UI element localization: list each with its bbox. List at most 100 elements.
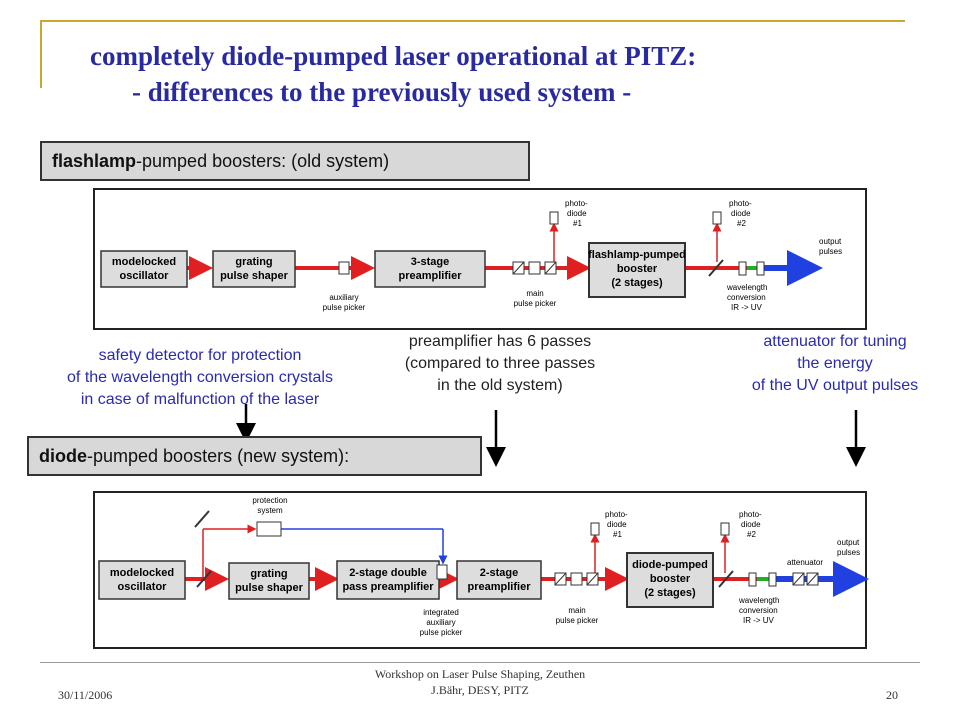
footer-workshop: Workshop on Laser Pulse Shaping, Zeuthen… — [300, 666, 660, 698]
new-preamp2-line2: preamplifier — [468, 581, 532, 593]
old-label-bold: flashlamp — [52, 151, 137, 171]
old-polarizer-2-diag — [544, 261, 557, 275]
old-output-line2: pulses — [819, 247, 842, 256]
footer-author-line: J.Bähr, DESY, PITZ — [431, 683, 529, 697]
old-shaper-line2: pulse shaper — [220, 270, 289, 282]
new-int-picker-line2: auxiliary — [426, 618, 455, 627]
new-attenuator-2-diag — [806, 572, 819, 586]
new-int-picker-line1: integrated — [423, 608, 459, 617]
old-conversion-line2: conversion — [727, 293, 766, 302]
old-booster-line1: flashlamp-pumped — [588, 249, 686, 261]
new-booster-line2: booster — [650, 573, 691, 585]
safety-note-line2: of the wavelength conversion crystals — [67, 369, 333, 386]
old-preamp-line1: 3-stage — [411, 256, 450, 268]
new-pockels-cell — [570, 572, 583, 586]
old-preamp-box — [374, 250, 486, 288]
new-output-line2: pulses — [837, 548, 860, 557]
old-pd2 — [712, 211, 722, 225]
safety-note: safety detector for protection of the wa… — [15, 345, 385, 411]
preamp-note-line3: in the old system) — [437, 377, 563, 394]
new-main-picker-line2: pulse picker — [556, 616, 599, 625]
old-main-picker-line2: pulse picker — [514, 299, 557, 308]
new-attenuator-label: attenuator — [787, 558, 823, 567]
new-shaper-line1: grating — [250, 568, 287, 580]
old-pd2-line3: #2 — [737, 219, 746, 228]
safety-note-line1: safety detector for protection — [98, 347, 302, 364]
old-shaper-line1: grating — [235, 256, 272, 268]
title-line-2: - differences to the previously used sys… — [132, 77, 632, 107]
new-pd2-line2: diode — [741, 520, 761, 529]
new-diagram-svg: protection system modelocked oscillator … — [98, 496, 869, 637]
old-preamp-line2: preamplifier — [399, 270, 463, 282]
top-deco-line — [40, 20, 905, 22]
new-label-bold: diode — [39, 446, 87, 466]
new-preamp2-line1: 2-stage — [480, 567, 519, 579]
old-crystal-2 — [756, 261, 765, 276]
safety-note-line3: in case of malfunction of the laser — [80, 391, 320, 408]
old-output-line1: output — [819, 237, 842, 246]
old-aux-picker — [338, 261, 350, 275]
attenuator-note-line2: the energy — [797, 355, 873, 372]
new-system-diagram: protection system modelocked oscillator … — [93, 491, 869, 649]
new-conversion-line2: conversion — [739, 606, 778, 615]
slide-title: completely diode-pumped laser operationa… — [60, 38, 940, 110]
old-pd1-line3: #1 — [573, 219, 582, 228]
old-pd1-line1: photo- — [565, 199, 588, 208]
new-label-rest: -pumped boosters (new system): — [87, 446, 350, 466]
new-booster-box — [626, 552, 714, 608]
preamp-note-line2: (compared to three passes — [404, 355, 596, 372]
new-crystal-1 — [748, 572, 757, 587]
old-conversion-line1: wavelength — [726, 283, 767, 292]
left-deco-line — [40, 20, 42, 88]
new-pd2-line3: #2 — [747, 530, 756, 539]
new-oscillator-box — [98, 560, 186, 600]
old-booster-box — [588, 242, 686, 298]
new-shaper-line2: pulse shaper — [235, 582, 304, 594]
new-shaper-box — [228, 562, 310, 600]
footer-workshop-line: Workshop on Laser Pulse Shaping, Zeuthen — [374, 667, 586, 681]
new-protection-box — [256, 521, 282, 537]
new-oscillator-line1: modelocked — [110, 567, 174, 579]
old-polarizer-1-diag — [512, 261, 525, 275]
new-preamp1-line1: 2-stage double — [349, 567, 427, 579]
new-preamp2-box — [456, 560, 542, 600]
new-int-picker — [436, 564, 448, 580]
old-pd1-line2: diode — [567, 209, 587, 218]
old-aux-picker-line2: pulse picker — [323, 303, 366, 312]
new-booster-line3: (2 stages) — [644, 587, 696, 599]
old-conversion-line3: IR -> UV — [731, 303, 763, 312]
new-pd2-splitter — [718, 570, 734, 588]
preamp-note: preamplifier has 6 passes (compared to t… — [355, 331, 645, 397]
attenuator-note-line1: attenuator for tuning — [763, 333, 907, 350]
old-booster-line2: booster — [617, 263, 658, 275]
new-booster-line1: diode-pumped — [632, 559, 708, 571]
title-line-1: completely diode-pumped laser operationa… — [90, 41, 697, 71]
old-pd2-line1: photo- — [729, 199, 752, 208]
new-pd1-line1: photo- — [605, 510, 628, 519]
old-oscillator-line2: oscillator — [120, 270, 170, 282]
new-pd2 — [720, 522, 730, 536]
old-crystal-1 — [738, 261, 747, 276]
new-int-picker-line3: pulse picker — [420, 628, 463, 637]
new-conversion-line1: wavelength — [738, 596, 779, 605]
new-preamp1-line2: pass preamplifier — [342, 581, 434, 593]
new-pd1 — [590, 522, 600, 536]
new-attenuator-1-diag — [792, 572, 805, 586]
new-crystal-2 — [768, 572, 777, 587]
old-oscillator-box — [100, 250, 188, 288]
footer-separator — [40, 662, 920, 663]
old-pd1 — [549, 211, 559, 225]
new-pd1-line3: #1 — [613, 530, 622, 539]
new-mirror-low — [196, 570, 212, 588]
attenuator-note-line3: of the UV output pulses — [751, 377, 919, 394]
new-preamp1-box — [336, 560, 440, 600]
new-polarizer-2-diag — [586, 572, 599, 586]
old-label-rest: -pumped boosters: (old system) — [136, 151, 390, 171]
old-system-label: flashlamp-pumped boosters: (old system) — [40, 141, 530, 181]
new-conversion-line3: IR -> UV — [743, 616, 775, 625]
old-main-picker-line1: main — [526, 289, 543, 298]
old-oscillator-line1: modelocked — [112, 256, 176, 268]
new-pd1-line2: diode — [607, 520, 627, 529]
old-shaper-box — [212, 250, 296, 288]
old-pd2-splitter — [708, 259, 724, 277]
